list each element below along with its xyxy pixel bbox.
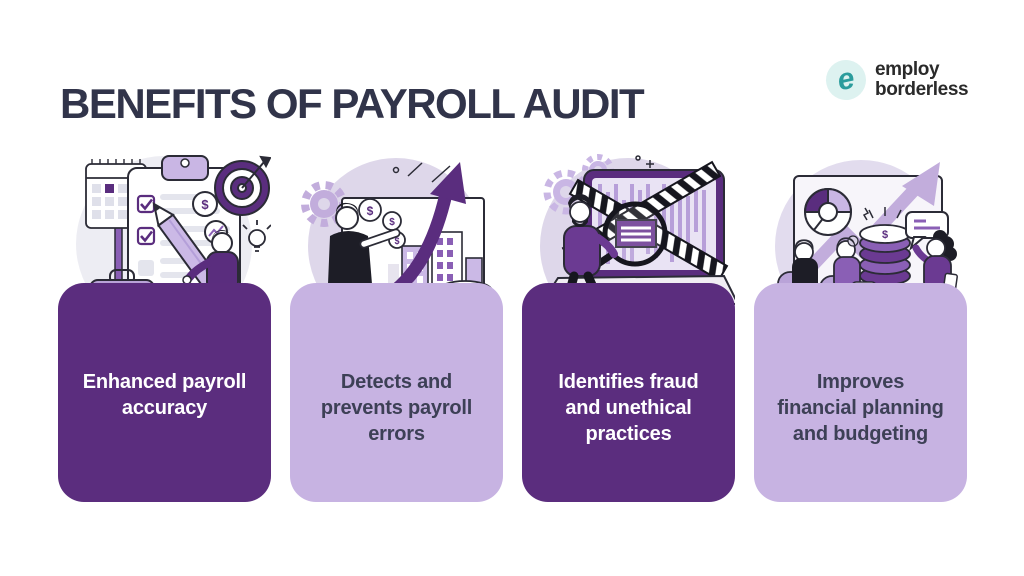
svg-text:$: $ [882, 229, 888, 241]
benefit-card-enhanced-accuracy: Enhanced payroll accuracy [58, 283, 271, 502]
logo-line2: borderless [875, 79, 969, 100]
svg-text:$: $ [389, 217, 395, 228]
benefit-card-identifies-fraud: Identifies fraud and unethical practices [522, 283, 735, 502]
slash-decoration [407, 162, 451, 183]
card-label: Detects and prevents payroll errors [320, 371, 473, 445]
lightbulb-icon [242, 220, 271, 252]
logo-line1: employ [875, 59, 940, 81]
card-label: Enhanced payroll accuracy [82, 371, 247, 419]
target-dart-icon [214, 155, 271, 216]
logo-e-icon: e [822, 56, 870, 104]
employ-borderless-logo: e employ borderless [822, 56, 969, 104]
svg-text:$: $ [394, 236, 399, 246]
donut-chart-icon [803, 187, 853, 236]
card-label: Improves financial planning and budgetin… [777, 371, 944, 445]
benefit-card-improves-planning: Improves financial planning and budgetin… [754, 283, 967, 502]
dollar-coins: $ $ $ [358, 198, 406, 249]
card-label: Identifies fraud and unethical practices [558, 371, 699, 445]
svg-text:$: $ [367, 204, 374, 218]
svg-text:$: $ [201, 197, 209, 212]
plus-decoration [646, 160, 654, 168]
logo-text: employ borderless [875, 59, 969, 100]
dollar-coin-icon: $ [192, 191, 218, 217]
coin-stack-icon: $ [859, 207, 911, 286]
benefit-card-detects-errors: Detects and prevents payroll errors [290, 283, 503, 502]
page-title: BENEFITS OF PAYROLL AUDIT [60, 80, 645, 128]
